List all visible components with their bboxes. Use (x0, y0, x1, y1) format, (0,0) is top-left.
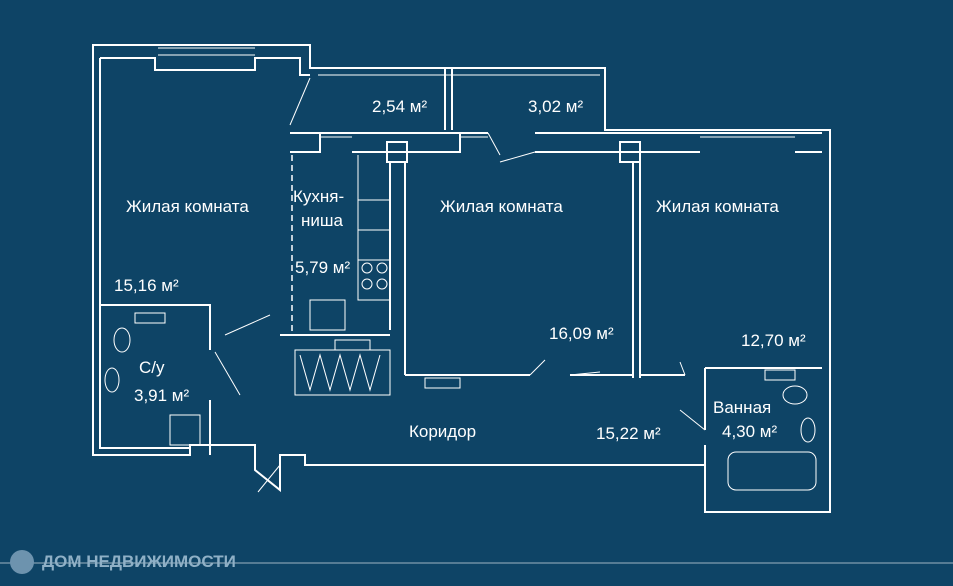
kitchen-counter (357, 155, 390, 301)
room-area: 3,91 м² (134, 386, 190, 405)
sink (104, 367, 120, 393)
vent (334, 339, 371, 351)
bathtub (727, 451, 817, 491)
top-wall (290, 132, 822, 153)
room-name: Коридор (409, 422, 477, 441)
vent (424, 377, 461, 389)
partition (389, 162, 641, 378)
sink (800, 417, 816, 443)
window (158, 47, 255, 56)
radiator (294, 349, 391, 396)
room-area: 5,79 м² (295, 258, 351, 277)
balcony-window (318, 67, 600, 76)
toilet (113, 327, 131, 353)
vent (764, 369, 796, 381)
balcony-area: 2,54 м² (372, 97, 428, 116)
column (619, 141, 641, 163)
wc-vent (134, 312, 166, 324)
room-name: Жилая комната (656, 197, 779, 216)
column (386, 141, 408, 163)
logo-icon (10, 550, 34, 574)
watermark-logo: ДОМ НЕДВИЖИМОСТИ (10, 550, 236, 574)
balcony-divider (444, 68, 453, 130)
corridor-wall (280, 334, 822, 465)
inner-outline (99, 57, 310, 449)
room-name: Кухня- (293, 187, 345, 206)
room-name: Жилая комната (126, 197, 249, 216)
room-name: Ванная (713, 398, 772, 417)
room-area: 15,22 м² (596, 424, 661, 443)
room-name: Жилая комната (440, 197, 563, 216)
room-area: 4,30 м² (722, 422, 778, 441)
wc-wall (100, 304, 211, 455)
room-area: 16,09 м² (549, 324, 614, 343)
room-name: С/у (139, 358, 165, 377)
sink (309, 299, 346, 331)
watermark-text: ДОМ НЕДВИЖИМОСТИ (42, 552, 236, 571)
door (214, 77, 706, 493)
room-area: 15,16 м² (114, 276, 179, 295)
balcony-area: 3,02 м² (528, 97, 584, 116)
toilet (782, 385, 808, 405)
shower (169, 414, 201, 446)
room-name: ниша (301, 211, 343, 230)
room-area: 12,70 м² (741, 331, 806, 350)
